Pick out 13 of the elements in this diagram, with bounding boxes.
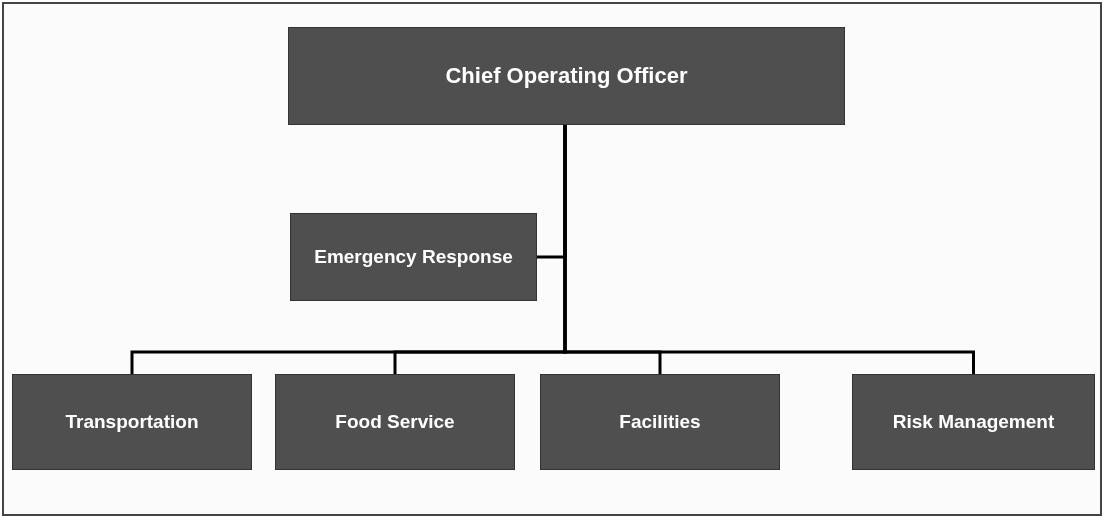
org-box <box>852 374 1095 470</box>
box-label: Emergency Response <box>313 246 514 268</box>
box-label: Food Service <box>334 411 456 433</box>
org-box <box>290 213 537 301</box>
org-box <box>540 374 780 470</box>
org-box <box>275 374 515 470</box>
box-label: Chief Operating Officer <box>444 63 689 89</box>
org-box <box>12 374 252 470</box>
org-box <box>288 27 845 125</box>
box-label: Transportation <box>64 411 200 433</box>
box-label: Risk Management <box>891 411 1056 433</box>
box-label: Facilities <box>618 411 702 433</box>
connector-line <box>563 125 975 374</box>
